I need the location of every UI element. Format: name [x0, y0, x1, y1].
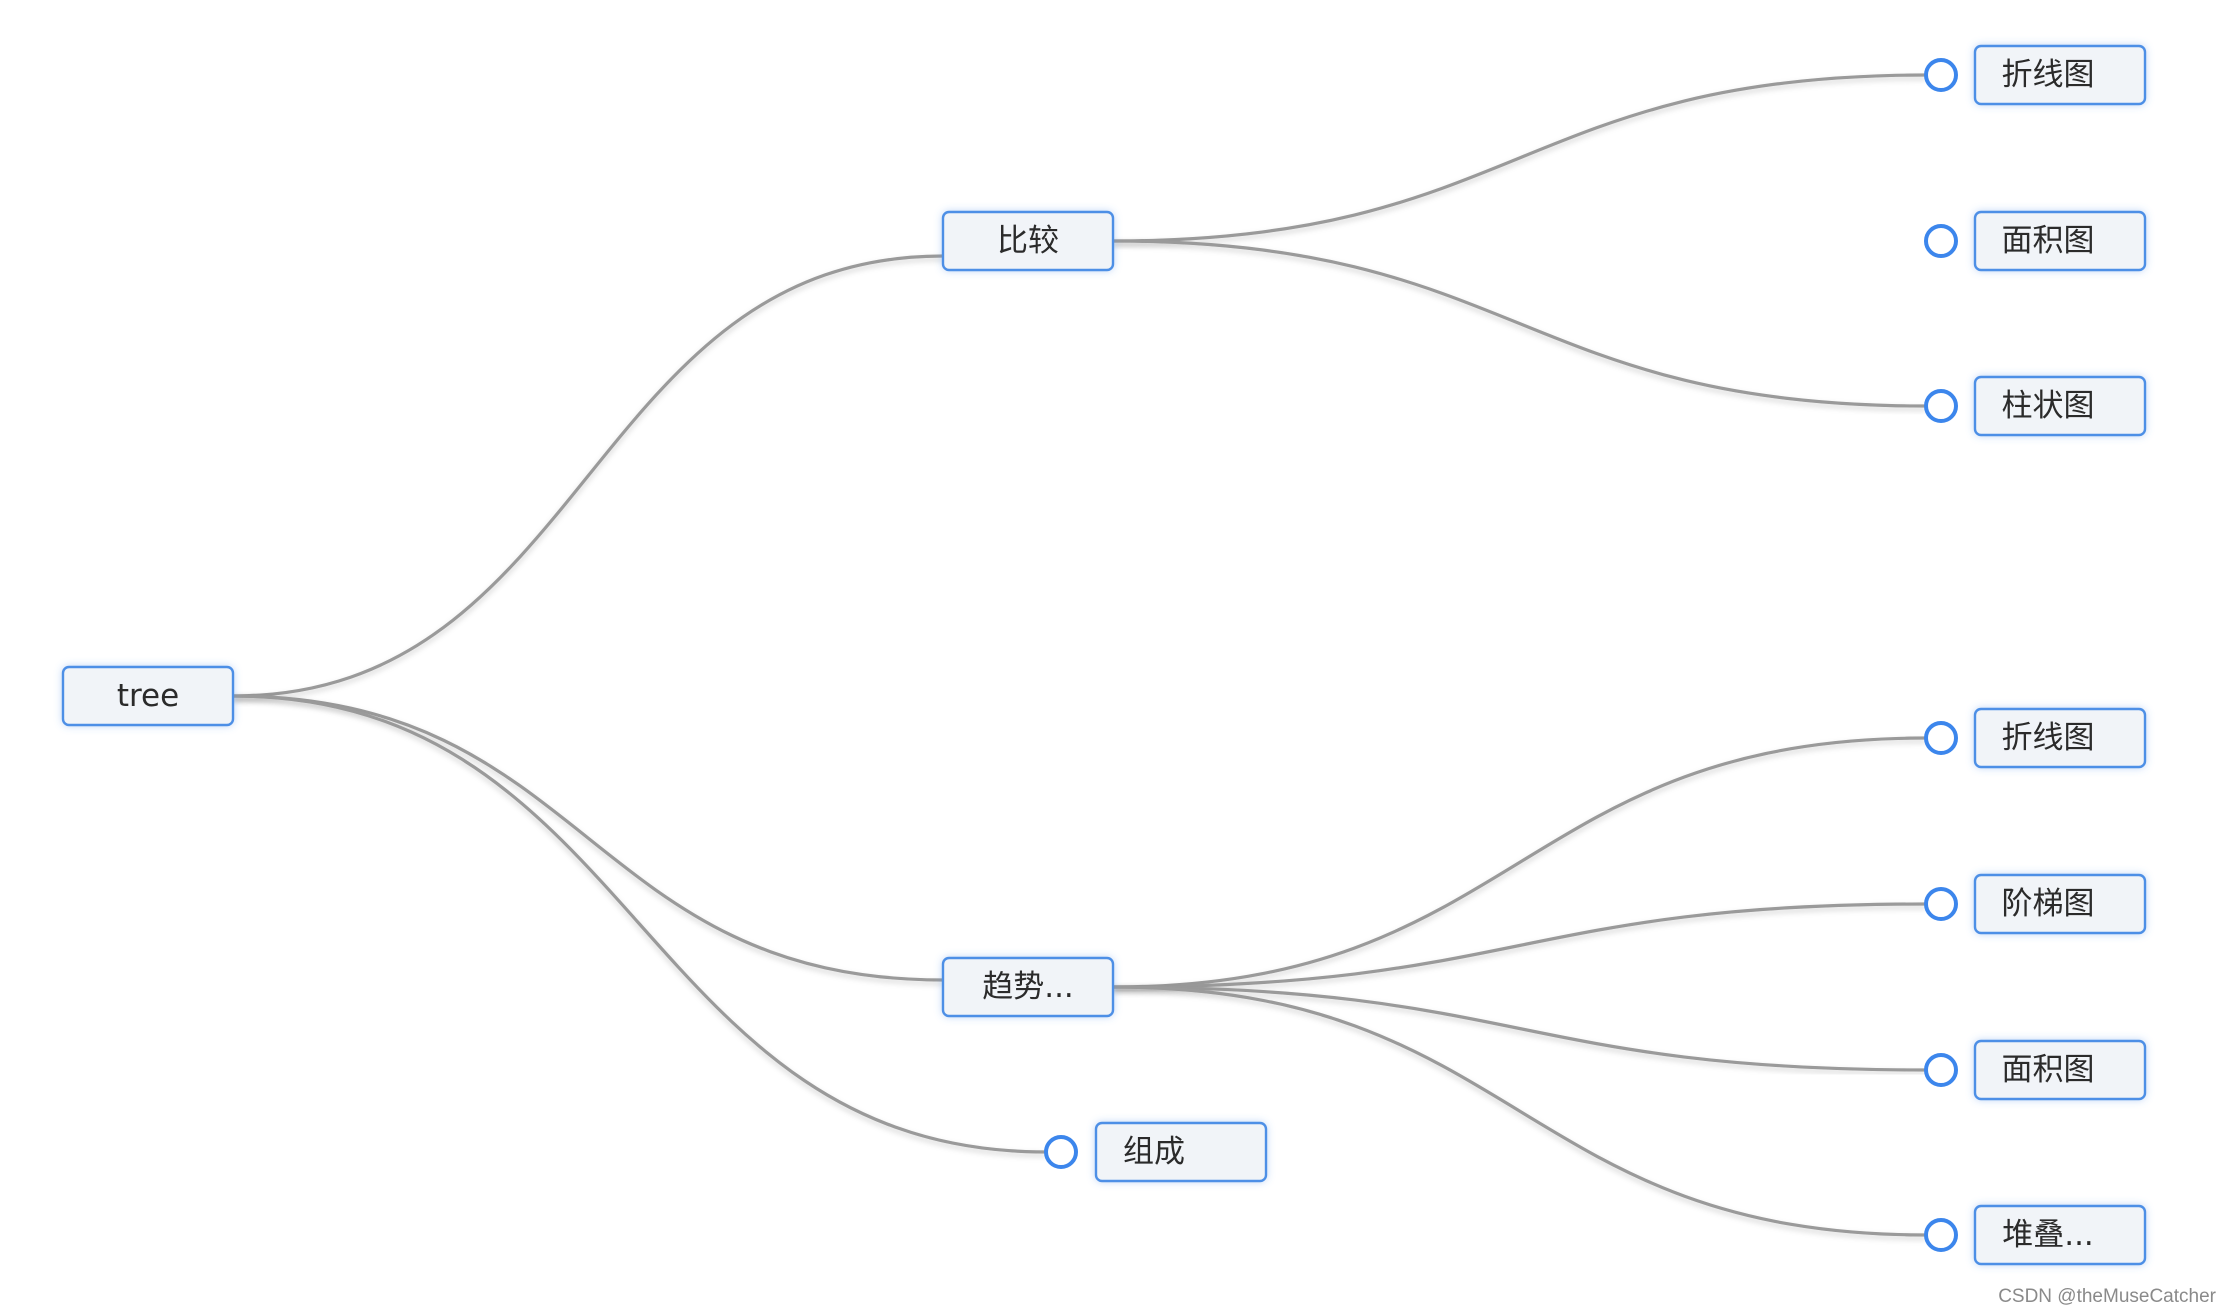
node-box[interactable]	[1973, 1204, 2147, 1266]
node-composition[interactable]: 组成	[1094, 1121, 1268, 1183]
nodes-layer: tree 比较 趋势... 组成 折线图 面积图	[61, 44, 2147, 1266]
expand-toggle-icon[interactable]	[1044, 1135, 1078, 1169]
expand-toggle-icon[interactable]	[1924, 1053, 1958, 1087]
node-trend-stacked-chart[interactable]: 堆叠...	[1973, 1204, 2147, 1266]
expand-toggle-icon[interactable]	[1924, 58, 1958, 92]
node-trend-area-chart[interactable]: 面积图	[1973, 1039, 2147, 1101]
edge-trend-step	[1112, 902, 1927, 989]
node-trend-step-chart[interactable]: 阶梯图	[1973, 873, 2147, 935]
node-label: 面积图	[2002, 1052, 2095, 1088]
node-compare[interactable]: 比较	[941, 210, 1115, 272]
node-box[interactable]	[1973, 707, 2147, 769]
node-box[interactable]	[1973, 873, 2147, 935]
node-root[interactable]: tree	[61, 665, 235, 727]
node-label: 阶梯图	[2002, 886, 2095, 922]
node-label: 折线图	[2002, 720, 2095, 756]
node-label: 组成	[1123, 1134, 1185, 1170]
edges-layer	[232, 73, 1927, 1237]
expand-toggle-icon[interactable]	[1924, 887, 1958, 921]
node-label: 趋势...	[982, 969, 1074, 1005]
expand-toggle-icon[interactable]	[1924, 1218, 1958, 1252]
node-label: 柱状图	[2002, 388, 2095, 424]
node-compare-area-chart[interactable]: 面积图	[1973, 210, 2147, 272]
node-trend-line-chart[interactable]: 折线图	[1973, 707, 2147, 769]
node-label: 面积图	[2002, 223, 2095, 259]
edge-root-composition	[232, 694, 1047, 1154]
edge-root-compare	[232, 254, 944, 698]
node-label: 折线图	[2002, 57, 2095, 93]
watermark-text: CSDN @theMuseCatcher	[1998, 1286, 2216, 1307]
node-label: 比较	[997, 223, 1059, 259]
edge-trend-area	[1112, 985, 1927, 1072]
edge-trend-line	[1112, 736, 1927, 989]
node-box[interactable]	[941, 956, 1115, 1018]
node-compare-line-chart[interactable]: 折线图	[1973, 44, 2147, 106]
node-box[interactable]	[1973, 210, 2147, 272]
expand-toggle-icon[interactable]	[1924, 224, 1958, 258]
expand-toggle-icon[interactable]	[1924, 721, 1958, 755]
node-label: 堆叠...	[2002, 1217, 2094, 1253]
node-box[interactable]	[941, 210, 1115, 272]
edge-root-trend	[232, 694, 944, 982]
node-box[interactable]	[61, 665, 235, 727]
node-trend[interactable]: 趋势...	[941, 956, 1115, 1018]
expand-toggle-icon[interactable]	[1924, 389, 1958, 423]
node-box[interactable]	[1973, 375, 2147, 437]
edge-compare-bar	[1112, 239, 1927, 408]
node-box[interactable]	[1973, 44, 2147, 106]
node-box[interactable]	[1094, 1121, 1268, 1183]
node-compare-bar-chart[interactable]: 柱状图	[1973, 375, 2147, 437]
edge-trend-stacked	[1112, 985, 1927, 1237]
node-box[interactable]	[1973, 1039, 2147, 1101]
edge-compare-line	[1112, 73, 1927, 243]
node-label: tree	[117, 678, 179, 714]
